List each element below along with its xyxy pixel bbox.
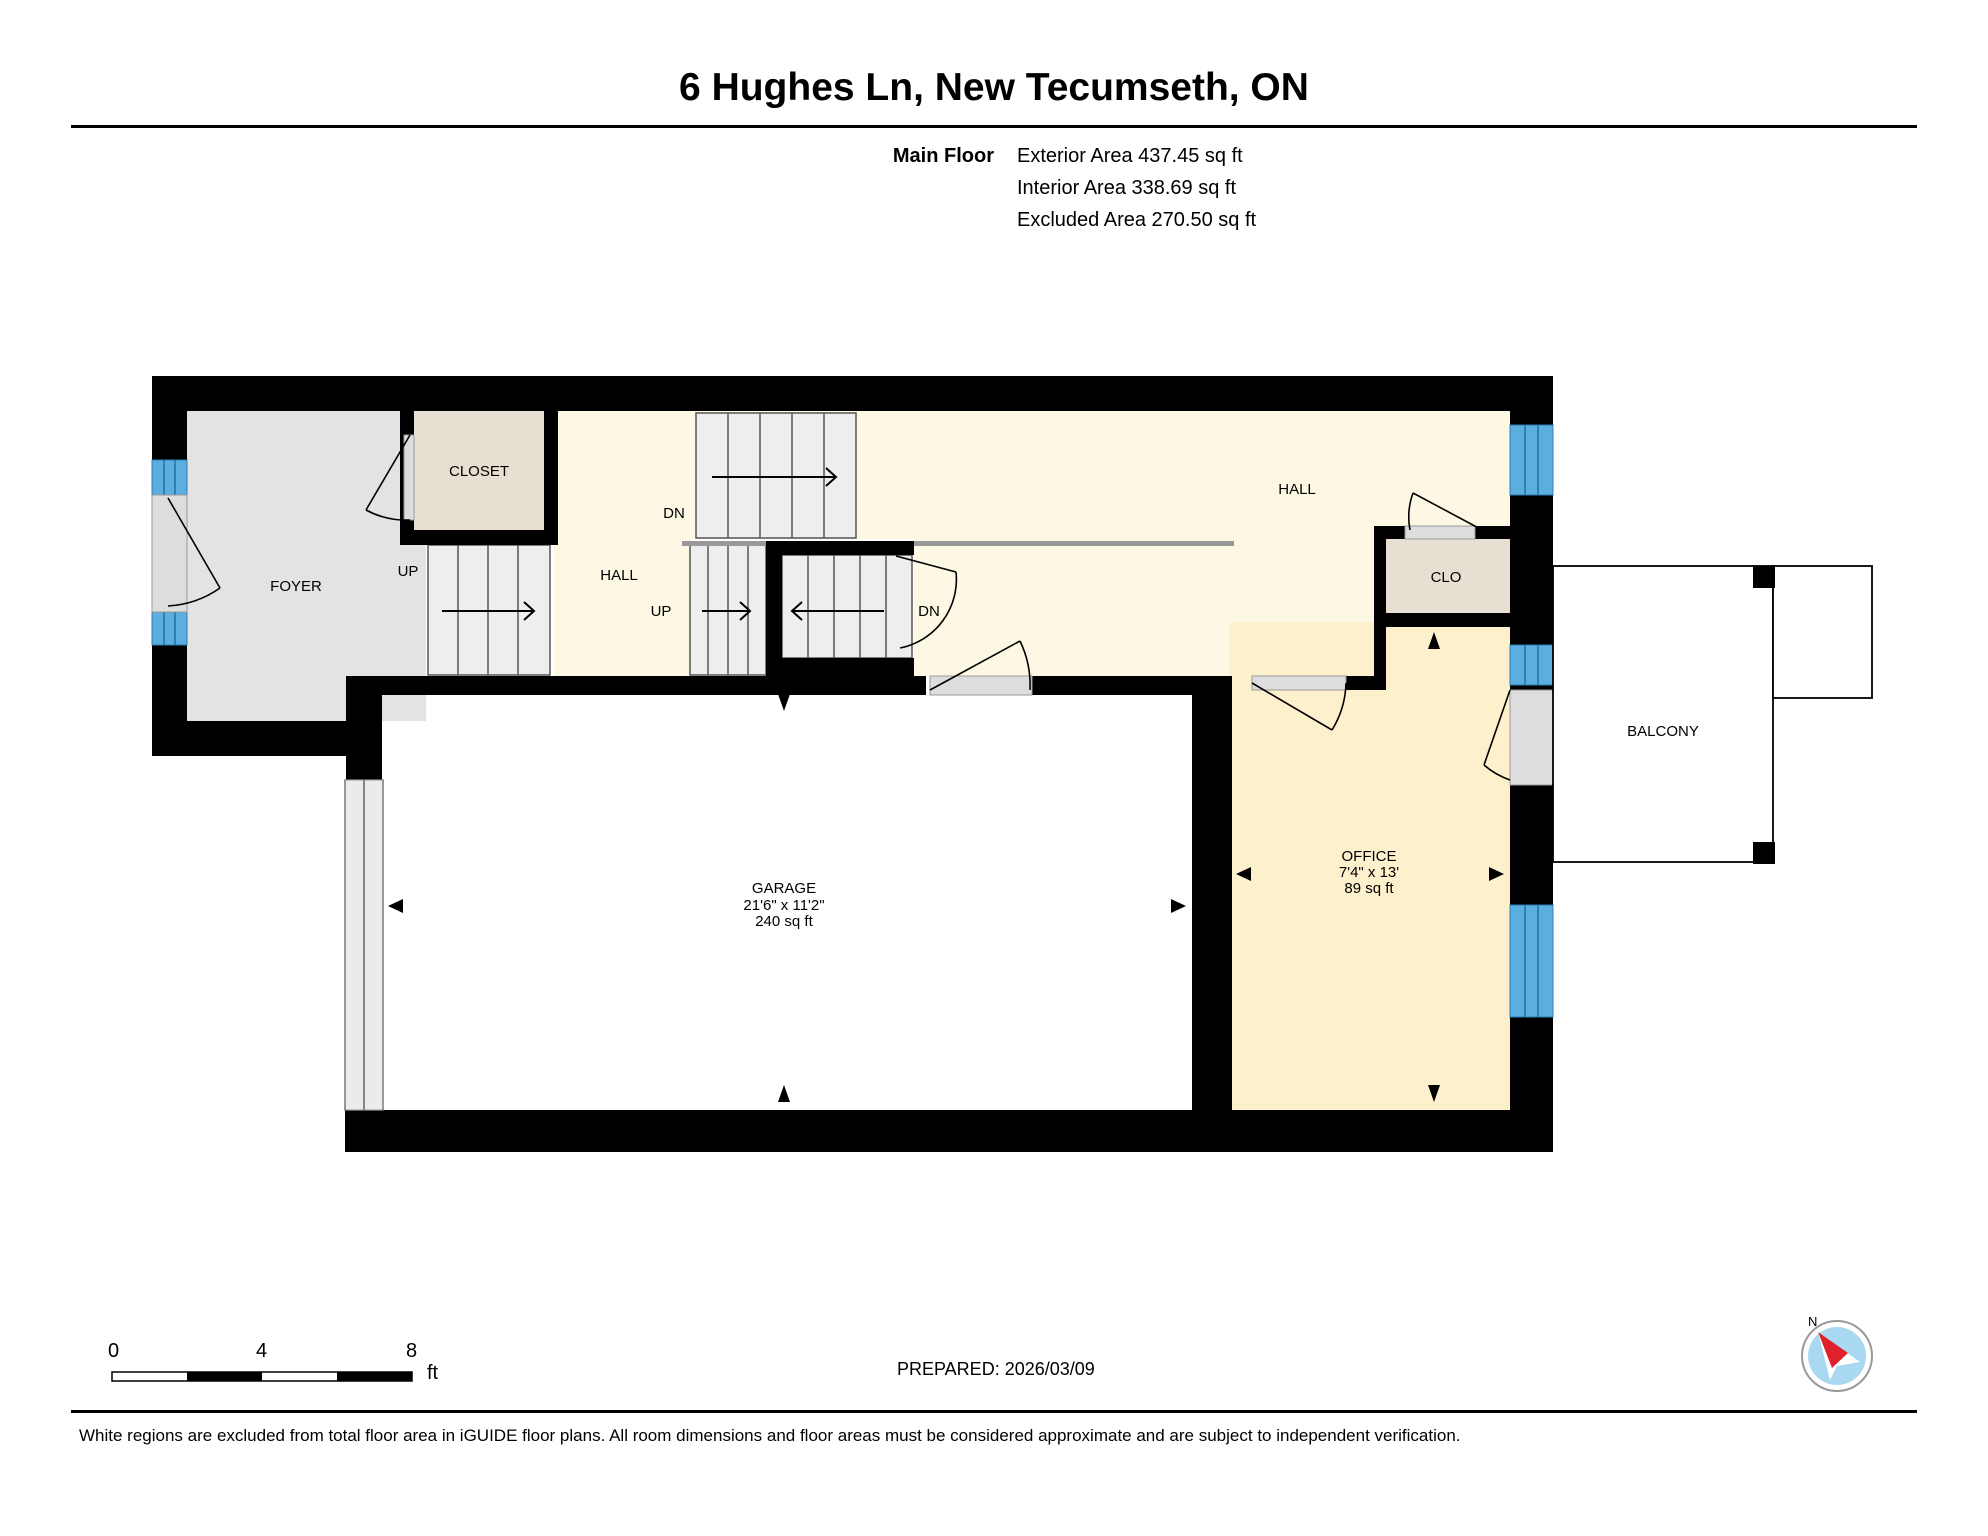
window-office-east [1509, 904, 1554, 1018]
wall-top [152, 376, 1553, 411]
wall-closet-south [400, 530, 558, 545]
wall-closet-east [544, 411, 558, 543]
foyer-fill [186, 411, 426, 721]
area-summary: Exterior Area 437.45 sq ft Interior Area… [1017, 140, 1256, 236]
office-label: OFFICE [1342, 848, 1397, 865]
stair-up-label: UP [651, 603, 672, 620]
wall-stair-divider [766, 541, 782, 691]
garage-dims: 21'6" x 11'2" [743, 897, 824, 914]
closet-label: CLOSET [449, 463, 509, 480]
hall-left-label: HALL [600, 567, 638, 584]
plan-title: 6 Hughes Ln, New Tecumseth, ON [679, 66, 1309, 109]
wall-foyer-south [152, 721, 382, 756]
scale-unit: ft [427, 1362, 439, 1384]
stair-lower [781, 554, 913, 659]
garage-area: 240 sq ft [755, 913, 813, 930]
wall-stair-top [766, 541, 914, 555]
window-foyer-south [151, 611, 188, 646]
wall-clo-west [1374, 526, 1386, 690]
scale-label-eight: 8 [406, 1340, 418, 1362]
wall-stair-bottom [766, 658, 914, 691]
balcony-label: BALCONY [1627, 723, 1699, 740]
balcony [1552, 565, 1873, 864]
window-office-north [1509, 644, 1554, 686]
stair-dn-label: DN [663, 505, 685, 522]
wall-office-north [1032, 676, 1232, 695]
foyer-label: FOYER [270, 578, 322, 595]
stair-up-label: UP [398, 563, 419, 580]
wall-garage-office [1192, 695, 1232, 1115]
stair-upper [695, 412, 857, 539]
stair-dn-label: DN [918, 603, 940, 620]
footer-rule [71, 1410, 1917, 1413]
floor-name: Main Floor [892, 145, 994, 167]
wall-office-north-east [1346, 676, 1386, 690]
office-area: 89 sq ft [1344, 880, 1394, 897]
window-hall-east [1509, 424, 1554, 496]
stair-arrows [442, 467, 884, 621]
office-dims: 7'4" x 13' [1339, 864, 1399, 881]
wall-clo-south [1374, 613, 1510, 627]
excluded-area: Excluded Area 270.50 sq ft [1017, 209, 1257, 231]
closet-fill [414, 411, 544, 530]
prepared-date: PREPARED: 2026/03/09 [897, 1359, 1095, 1379]
compass-icon: N [1801, 1314, 1873, 1392]
scale-bar [111, 1371, 413, 1382]
wall-garage-sw [345, 1110, 383, 1152]
hall-mid-fill [914, 539, 1234, 676]
title-rule [71, 125, 1917, 128]
hall-right-label: HALL [1278, 481, 1316, 498]
office-fill [1230, 622, 1510, 1120]
disclaimer: White regions are excluded from total fl… [79, 1426, 1461, 1445]
railing [682, 541, 1234, 546]
interior-area: Interior Area 338.69 sq ft [1017, 177, 1237, 199]
wall-bottom [345, 1110, 1553, 1152]
window-foyer-north [151, 459, 188, 496]
clo-fill [1384, 539, 1510, 613]
scale-label-zero: 0 [108, 1340, 120, 1362]
hall-left-fill [554, 411, 694, 676]
door-swings [167, 434, 1511, 781]
door-sills [151, 434, 1554, 786]
clo-label: CLO [1431, 569, 1462, 586]
dimension-arrows [388, 632, 1504, 1102]
garage-label: GARAGE [752, 880, 816, 897]
exterior-area: Exterior Area 437.45 sq ft [1017, 145, 1243, 167]
scale-label-four: 4 [256, 1340, 268, 1362]
compass-north-label: N [1808, 1314, 1817, 1329]
